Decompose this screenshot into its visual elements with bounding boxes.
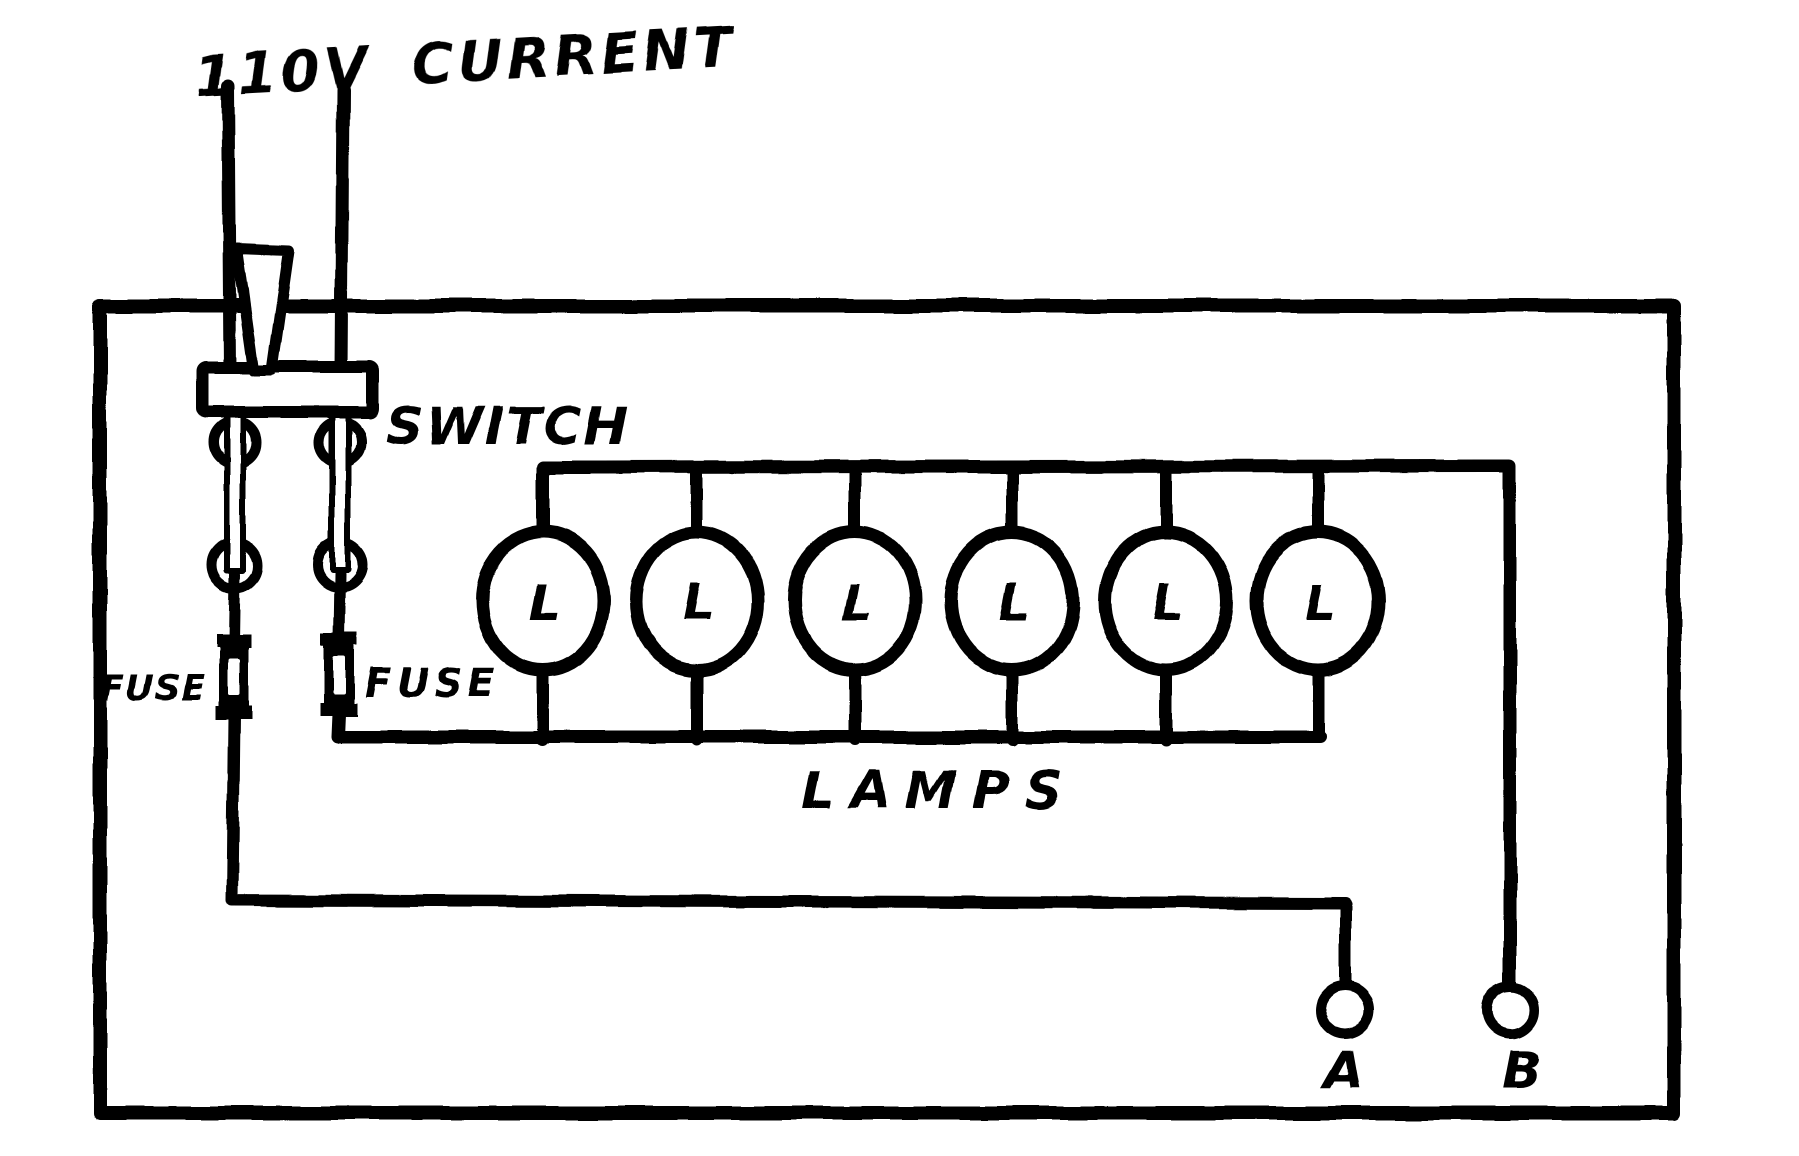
switch-label: SWITCH bbox=[386, 397, 629, 457]
lamp-3-symbol: L bbox=[841, 574, 873, 632]
fuse-left: FUSE bbox=[101, 634, 252, 720]
switch-blade-left bbox=[224, 405, 246, 573]
fuse-right-window bbox=[333, 656, 345, 694]
lamps-label: LAMPS bbox=[802, 761, 1078, 821]
fuse-right-label: FUSE bbox=[364, 661, 500, 707]
lamp-5-symbol: L bbox=[1152, 574, 1184, 632]
lamp-bank: L L L L L L LAMPS bbox=[475, 461, 1386, 821]
switch-handle bbox=[231, 242, 295, 376]
lamp-1-symbol: L bbox=[529, 574, 561, 632]
fuse-left-label: FUSE bbox=[101, 669, 206, 709]
terminal-b: B bbox=[1481, 981, 1542, 1101]
lamp-4-symbol: L bbox=[998, 574, 1030, 632]
lamp-top-bus-to-terminal-b bbox=[536, 459, 1517, 993]
terminal-a: A bbox=[1316, 981, 1374, 1101]
switch-blade-right bbox=[329, 405, 351, 573]
lamp-1-bulb bbox=[475, 525, 611, 677]
terminal-b-label: B bbox=[1502, 1041, 1542, 1101]
enclosure-border bbox=[93, 299, 1681, 1120]
switch-tail-wire-right bbox=[333, 568, 346, 646]
lamp-4-bulb bbox=[944, 525, 1080, 677]
lamp-6-bulb bbox=[1250, 525, 1386, 677]
supply-wire-left bbox=[221, 79, 237, 379]
terminal-a-binding-post bbox=[1316, 981, 1374, 1039]
supply-wire-right bbox=[334, 83, 350, 379]
knife-switch: SWITCH bbox=[197, 242, 629, 648]
lamp-5-bulb bbox=[1098, 525, 1234, 677]
terminal-b-binding-post bbox=[1481, 981, 1539, 1039]
lamp-2-symbol: L bbox=[683, 574, 715, 632]
fuse-right: FUSE bbox=[321, 632, 500, 716]
switch-crossbar bbox=[197, 361, 379, 418]
lamp-bottom-bus bbox=[331, 707, 1327, 744]
fuse-left-window bbox=[228, 658, 240, 696]
wire-left-fuse-to-terminal-a bbox=[226, 710, 1351, 992]
switch-tail-wire-left bbox=[228, 568, 241, 648]
lamp-6-symbol: L bbox=[1304, 574, 1336, 632]
lamp-3-bulb bbox=[787, 525, 923, 677]
lamp-2-bulb bbox=[629, 525, 765, 677]
supply-voltage-label: 110V CURRENT bbox=[193, 15, 738, 110]
terminal-a-label: A bbox=[1320, 1041, 1364, 1101]
